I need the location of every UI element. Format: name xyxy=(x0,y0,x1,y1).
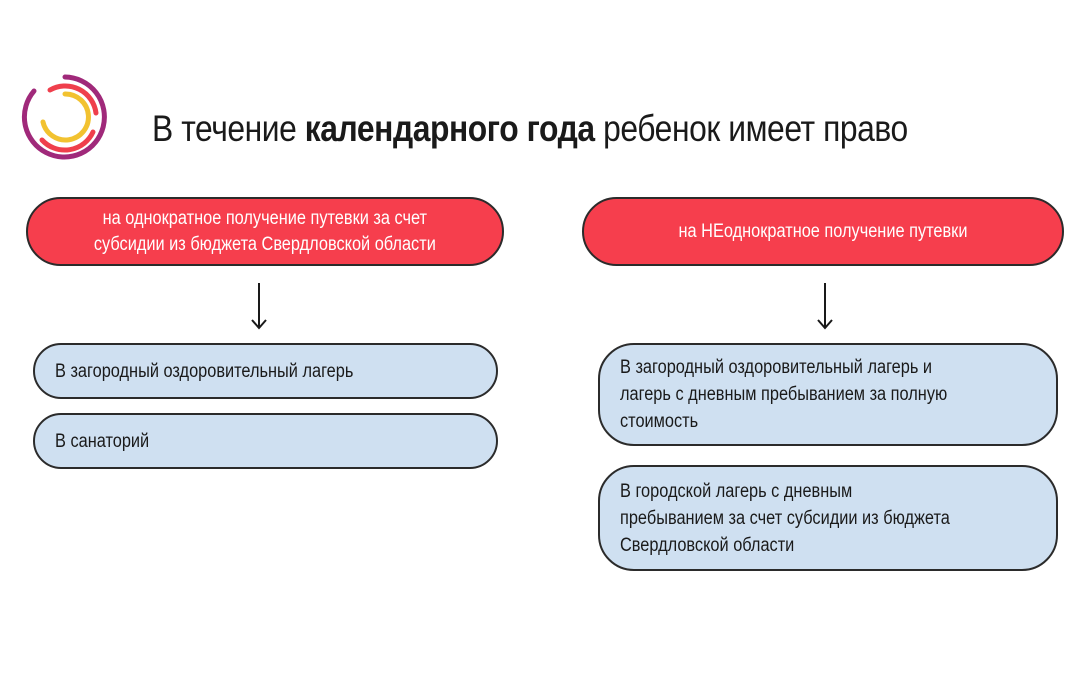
one-time-voucher-header-text: на однократное получение путевки за счет… xyxy=(94,207,436,255)
page-title: В течение календарного года ребенок имее… xyxy=(152,104,908,154)
full-cost-camp-option: В загородный оздоровительный лагерь и ла… xyxy=(598,343,1058,446)
country-camp-option-text: В загородный оздоровительный лагерь xyxy=(55,360,354,382)
arrow-down-icon xyxy=(817,283,833,330)
city-day-camp-option: В городской лагерь с дневным пребыванием… xyxy=(598,465,1058,571)
arrow-down-icon xyxy=(251,283,267,330)
one-time-voucher-header: на однократное получение путевки за счет… xyxy=(26,197,504,266)
title-suffix: ребенок имеет право xyxy=(594,108,908,149)
title-prefix: В течение xyxy=(152,108,305,149)
title-bold: календарного года xyxy=(304,108,595,149)
logo-rings-icon xyxy=(21,74,107,160)
city-day-camp-option-text: В городской лагерь с дневным пребыванием… xyxy=(620,480,950,556)
country-camp-option: В загородный оздоровительный лагерь xyxy=(33,343,498,399)
multiple-voucher-header-text: на НЕоднократное получение путевки xyxy=(678,220,968,242)
sanatorium-option: В санаторий xyxy=(33,413,498,469)
full-cost-camp-option-text: В загородный оздоровительный лагерь и ла… xyxy=(620,357,948,432)
multiple-voucher-header: на НЕоднократное получение путевки xyxy=(582,197,1064,266)
sanatorium-option-text: В санаторий xyxy=(55,430,150,452)
